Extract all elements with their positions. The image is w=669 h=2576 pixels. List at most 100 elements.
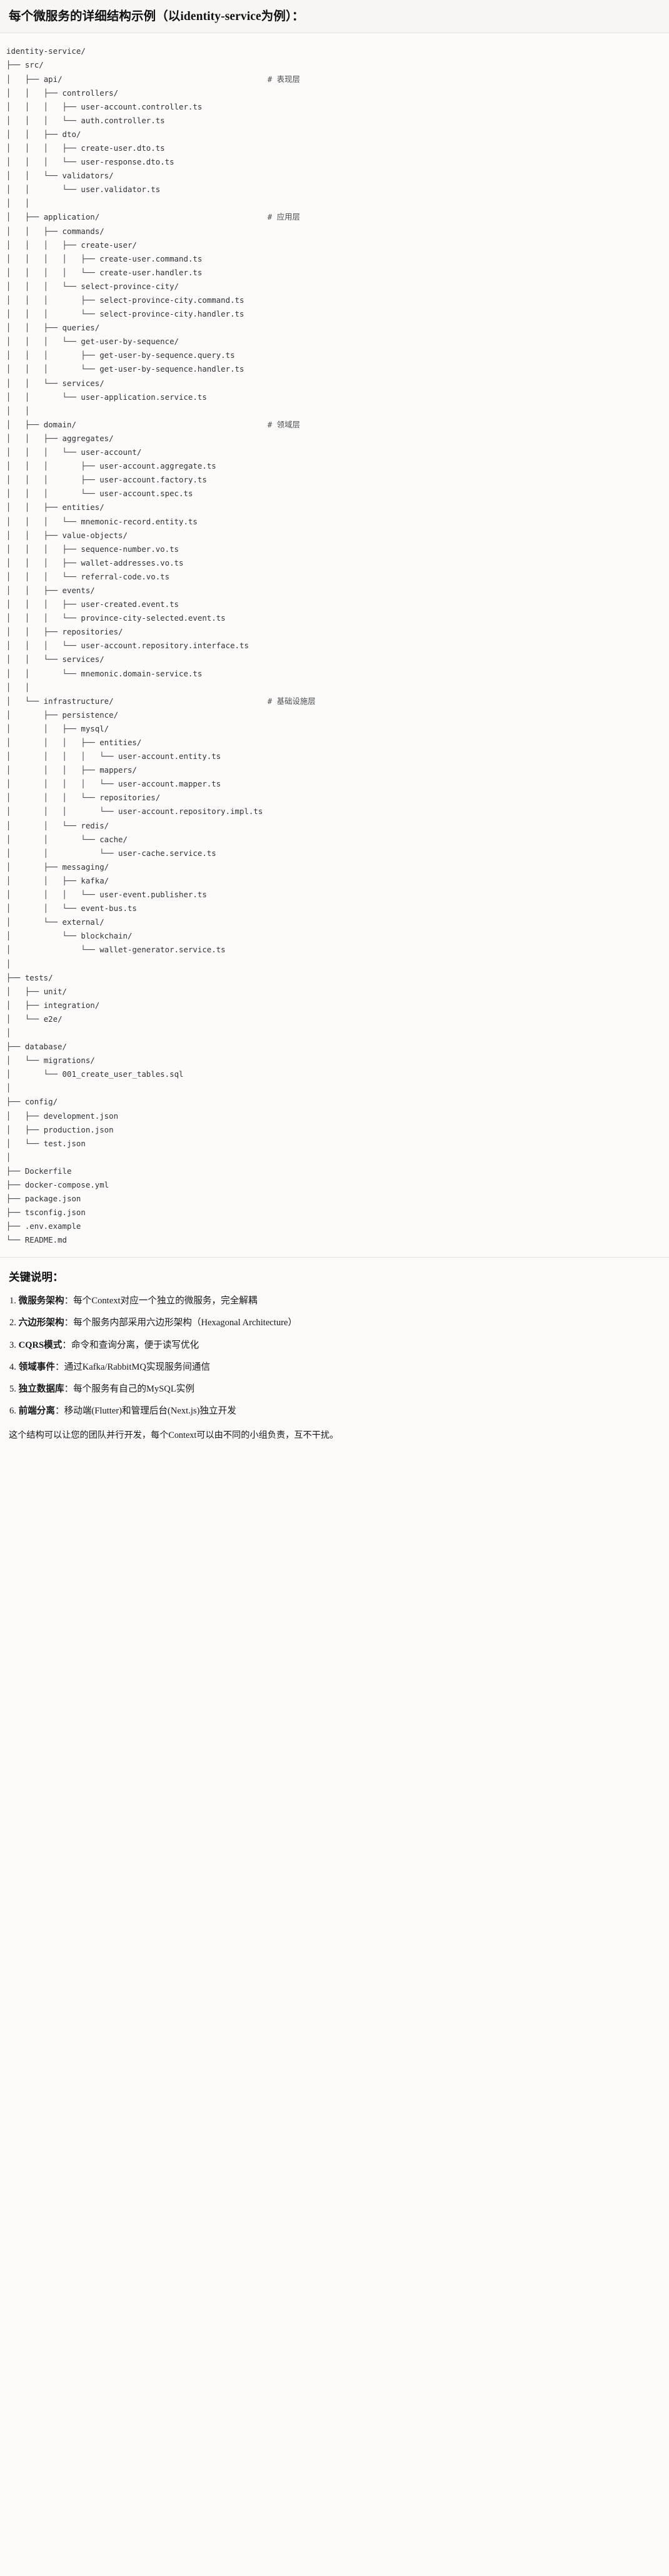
tree-node-label: user-account.repository.interface.ts [81, 641, 249, 651]
tree-branch-glyph: │ │ │ ├── [6, 557, 81, 568]
tree-branch-glyph: │ │ ├── [6, 585, 63, 595]
key-point-item: 5. 独立数据库：每个服务有自己的MySQL实例 [9, 1383, 660, 1396]
tree-branch-glyph: │ │ │ └── [6, 157, 81, 167]
tree-branch-glyph: │ ├── [6, 862, 63, 872]
tree-row: │ │ [6, 404, 669, 418]
tree-row: │ │ └── user.validator.ts [6, 183, 669, 196]
tree-branch-glyph: │ └── [6, 1056, 44, 1066]
tree-row: ├── database/ [6, 1040, 669, 1054]
tree-node-label: user-account.spec.ts [99, 489, 193, 499]
tree-branch-glyph: │ ├── [6, 212, 44, 222]
tree-branch-glyph: │ │ └── [6, 185, 81, 195]
tree-node-label: package.json [24, 1194, 81, 1204]
tree-branch-glyph: │ │ │ ├── [6, 765, 100, 775]
tree-node-label: value-objects/ [62, 530, 128, 540]
tree-node-label: user-application.service.ts [81, 392, 207, 402]
tree-branch-glyph: │ │ │ └── [6, 793, 100, 803]
tree-node-label: user-cache.service.ts [118, 848, 216, 858]
tree-node-label: infrastructure/ [43, 696, 114, 706]
tree-row: │ │ │ └── user-account.spec.ts [6, 487, 669, 501]
tree-node-label: messaging/ [62, 862, 109, 872]
key-point-index: 4. [9, 1362, 19, 1372]
tree-branch-glyph: │ │ │ ├── [6, 738, 100, 747]
tree-branch-glyph: │ [6, 1083, 11, 1093]
key-point-index: 6. [9, 1406, 19, 1416]
tree-node-label: entities/ [99, 738, 142, 747]
tree-branch-glyph: │ │ │ └── [6, 115, 81, 125]
key-point-description: ：每个服务内部采用六边形架构（Hexagonal Architecture） [64, 1318, 298, 1328]
tree-branch-glyph: │ │ └── [6, 378, 63, 388]
tree-row: │ │ │ └── repositories/ [6, 791, 669, 805]
tree-row: │ │ │ │ ├── create-user.command.ts [6, 252, 669, 266]
tree-node-label: user-account.entity.ts [118, 751, 221, 761]
tree-row: │ │ │ │ └── user-account.entity.ts [6, 750, 669, 763]
tree-row: │ └── infrastructure/ # 基础设施层 [6, 695, 669, 708]
key-point-description: ：每个服务有自己的MySQL实例 [64, 1383, 194, 1394]
tree-row: ├── tsconfig.json [6, 1206, 669, 1219]
tree-row: │ │ │ └── user-response.dto.ts [6, 155, 669, 169]
tree-node-label: mysql/ [81, 723, 109, 733]
tree-node-label: user-account.controller.ts [81, 101, 203, 111]
tree-node-label: wallet-addresses.vo.ts [81, 557, 184, 568]
directory-tree-block: identity-service/├── src/│ ├── api/ # 表现… [0, 33, 669, 1258]
tree-node-label: integration/ [43, 1000, 100, 1010]
tree-branch-glyph: │ │ ├── [6, 502, 63, 512]
tree-row: │ │ │ └── select-province-city/ [6, 280, 669, 293]
tree-row: │ │ │ ├── create-user.dto.ts [6, 141, 669, 155]
tree-row: │ │ ├── events/ [6, 584, 669, 598]
tree-branch-glyph: │ [6, 1027, 11, 1037]
tree-node-label: identity-service/ [6, 46, 86, 56]
tree-branch-glyph: │ │ [6, 198, 30, 208]
tree-branch-glyph: │ │ │ ├── [6, 544, 81, 554]
tree-row: │ │ ├── mysql/ [6, 722, 669, 736]
tree-branch-glyph: │ ├── [6, 986, 44, 996]
tree-row: │ │ └── user-application.service.ts [6, 390, 669, 404]
tree-row: │ │ │ ├── wallet-addresses.vo.ts [6, 556, 669, 570]
tree-row: │ │ │ ├── mappers/ [6, 763, 669, 777]
tree-node-label: domain/ [43, 419, 76, 429]
tree-node-label: user-response.dto.ts [81, 157, 174, 167]
tree-row: │ │ │ ├── select-province-city.command.t… [6, 293, 669, 307]
tree-row: │ │ │ └── province-city-selected.event.t… [6, 611, 669, 625]
tree-branch-glyph: │ │ │ │ └── [6, 779, 119, 789]
tree-branch-glyph: │ └── [6, 917, 63, 927]
tree-row: │ │ │ ├── entities/ [6, 736, 669, 750]
tree-branch-glyph: │ ├── [6, 1124, 44, 1134]
tree-branch-glyph: │ │ │ └── [6, 337, 81, 347]
tree-row: │ [6, 1026, 669, 1040]
key-point-term: 前端分离 [18, 1406, 55, 1416]
tree-node-label: test.json [43, 1138, 86, 1148]
tree-branch-glyph: │ │ ├── [6, 875, 81, 885]
tree-node-label: sequence-number.vo.ts [81, 544, 179, 554]
tree-node-label: mnemonic-record.entity.ts [81, 516, 198, 526]
tree-node-label: select-province-city.command.ts [99, 295, 244, 305]
tree-branch-glyph: ├── [6, 972, 25, 982]
tree-branch-glyph: │ ├── [6, 1111, 44, 1121]
tree-row: ├── docker-compose.yml [6, 1178, 669, 1192]
tree-node-label: auth.controller.ts [81, 115, 165, 125]
tree-row: │ │ │ ├── user-account.aggregate.ts [6, 459, 669, 473]
tree-node-label: tsconfig.json [24, 1208, 86, 1218]
key-point-term: 独立数据库 [18, 1383, 64, 1394]
tree-row: ├── .env.example [6, 1219, 669, 1233]
tree-branch-glyph: │ └── [6, 1014, 44, 1024]
tree-node-comment: # 领域层 [76, 419, 300, 429]
tree-node-label: user-created.event.ts [81, 599, 179, 609]
tree-node-label: README.md [24, 1235, 67, 1245]
tree-row: │ │ └── validators/ [6, 169, 669, 183]
tree-branch-glyph: │ └── [6, 931, 81, 941]
tree-node-label: dto/ [62, 129, 81, 139]
tree-node-label: create-user.command.ts [99, 253, 203, 263]
tree-branch-glyph: │ │ │ │ ├── [6, 253, 100, 263]
tree-branch-glyph: │ │ │ │ └── [6, 751, 119, 761]
key-point-index: 5. [9, 1383, 19, 1394]
tree-branch-glyph: │ │ ├── [6, 723, 81, 733]
tree-branch-glyph: │ └── [6, 1138, 44, 1148]
tree-row: │ │ ├── entities/ [6, 501, 669, 514]
tree-row: ├── package.json [6, 1192, 669, 1206]
key-point-item: 4. 领域事件：通过Kafka/RabbitMQ实现服务间通信 [9, 1361, 660, 1374]
tree-node-label: redis/ [81, 820, 109, 830]
tree-row: │ └── migrations/ [6, 1054, 669, 1067]
tree-branch-glyph: │ │ │ └── [6, 516, 81, 526]
tree-branch-glyph: ├── [6, 1208, 25, 1218]
